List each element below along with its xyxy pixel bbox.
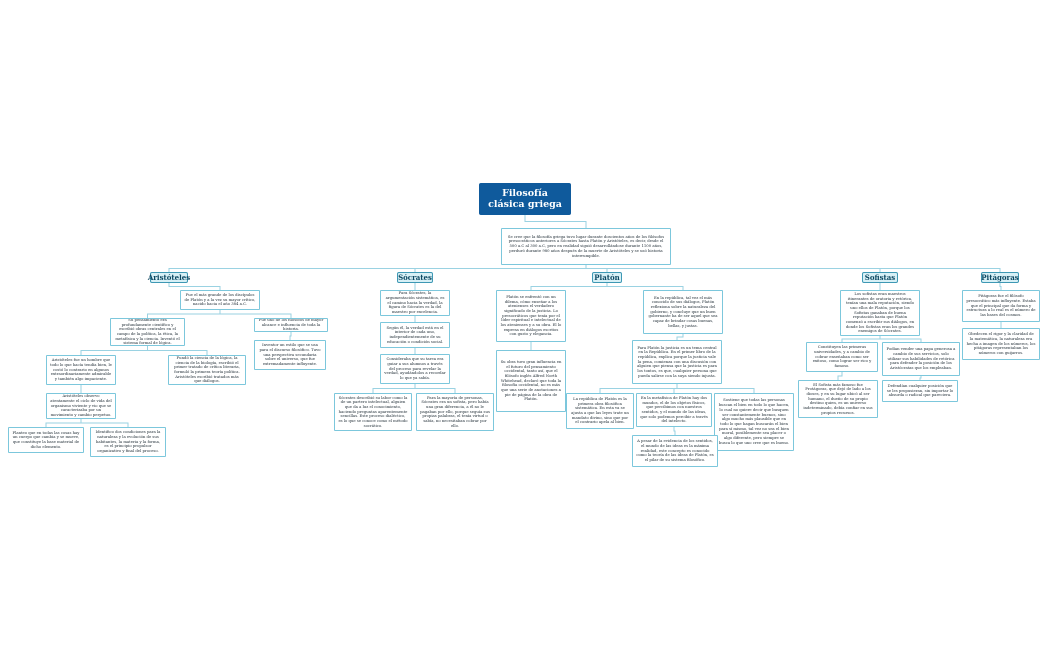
sofistas-node-2[interactable]: Constituyen las primeras universidades, … [806,342,878,372]
aristoteles-node-1[interactable]: Fue el más grande de los discípulos de P… [180,290,260,310]
aristoteles-node-4[interactable]: Fundó la ciencia de la lógica, la cienci… [168,355,246,385]
pitagoras-node-1[interactable]: Pitágoras fue el filósofo presocrático m… [962,290,1040,322]
connector-14 [45,419,82,427]
aristoteles-node-9[interactable]: Identifico dos condiciones para la natur… [90,427,166,457]
connector-32 [837,372,843,380]
platon-node-8[interactable]: A pesar de la evidencia de los sentidos,… [632,435,718,467]
platon-node-1[interactable]: Platón se enfrentó con un dilema, cómo e… [496,290,566,342]
connector-8 [147,310,221,318]
platon-node-7[interactable]: Sostiene que todas las personas buscan e… [714,393,794,451]
socrates-node-2[interactable]: Según él, la verdad está en el interior … [380,322,450,348]
socrates-node-4[interactable]: Sócrates describió su labor como la de u… [334,393,412,431]
connector-7 [168,283,221,290]
platon-node-4[interactable]: Para Platón la justicia es un tema centr… [632,340,722,384]
connector-33 [919,376,922,380]
pitagoras-node-2[interactable]: Obedecen el rigor y la claridad de la ma… [962,328,1040,360]
connector-27 [676,384,755,393]
connector-31 [879,336,922,342]
connector-3 [414,265,587,272]
connector-10 [80,346,148,355]
branch-pitagoras[interactable]: Pitágoras [981,272,1019,283]
aristoteles-node-7[interactable]: Aristóteles observo atentamente el ciclo… [46,393,116,419]
central-topic[interactable]: Filosofía clásica griega [479,183,571,215]
socrates-node-5[interactable]: Para la mayoría de personas, Sócrates er… [416,393,494,431]
connector-1 [524,215,587,228]
connector-9 [219,310,292,318]
connector-34 [999,283,1002,290]
branch-sofistas[interactable]: Sofistas [862,272,898,283]
platon-node-2[interactable]: Su obra tuvo gran influencia en el futur… [496,350,566,412]
platon-node-6[interactable]: En la metafísica de Platón hay dos mundo… [636,393,712,427]
connector-20 [414,384,456,393]
sofistas-node-1[interactable]: Los sofistas eran maestros itinerantes d… [840,290,920,336]
sofistas-node-5[interactable]: Defendían cualquier posición que se les … [882,380,958,402]
branch-aristoteles[interactable]: Aristóteles [147,272,191,283]
intro-node[interactable]: Se cree que la filosofía griega tuvo lug… [501,228,671,265]
aristoteles-node-5[interactable]: Fue uno de los filósofos de mayor alcanc… [254,318,328,332]
branch-socrates[interactable]: Sócrates [397,272,433,283]
socrates-node-1[interactable]: Para Sócrates, la argumentación sistemát… [380,290,450,316]
connector-21 [530,283,608,290]
aristoteles-node-8[interactable]: Planteo que en todas las cosas hay un cu… [8,427,84,453]
sofistas-node-4[interactable]: El Sofista más famoso fue Protágoras, qu… [798,380,878,418]
connector-11 [147,346,208,355]
platon-node-3[interactable]: En la república, tal vez el más conocido… [643,290,723,334]
platon-node-5[interactable]: La república de Platón es la primera obr… [566,393,634,429]
connector-24 [676,334,684,340]
sofistas-node-3[interactable]: Podían vender una papa generosa a cambio… [882,342,960,376]
connector-6 [585,265,1001,272]
connector-15 [80,419,129,427]
branch-platon[interactable]: Platón [592,272,622,283]
connector-22 [606,283,684,290]
connector-25 [599,384,678,393]
connector-19 [372,384,416,393]
aristoteles-node-3[interactable]: Aristóteles fue un hombre que todo lo qu… [46,355,116,385]
aristoteles-node-2[interactable]: Su pensamiento era profundamente científ… [110,318,185,346]
aristoteles-node-6[interactable]: Inventor un estilo que se usa para el di… [254,340,326,370]
connector-12 [289,332,292,340]
connector-28 [673,427,676,435]
socrates-node-3[interactable]: Consideraba que su tarea era guiar a sus… [380,354,450,384]
